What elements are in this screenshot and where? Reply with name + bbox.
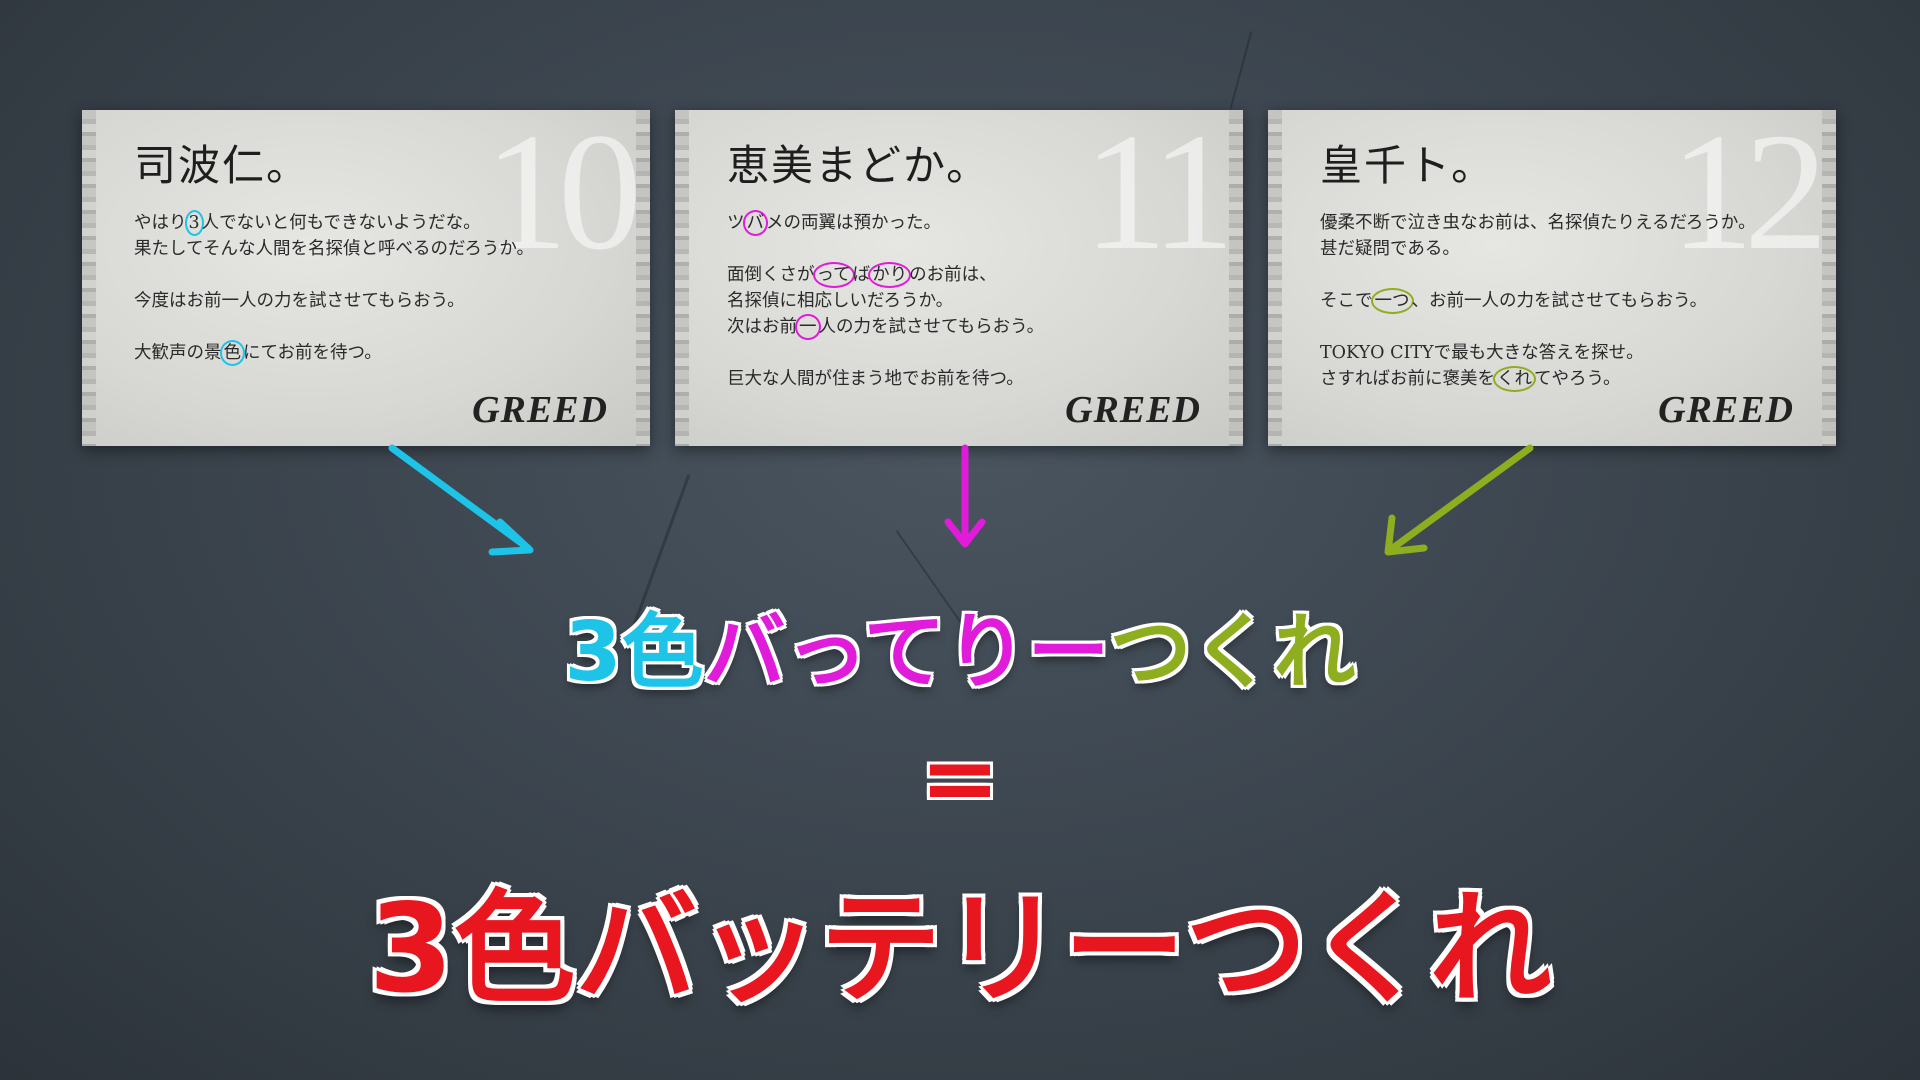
text: 人の力を試させてもらおう。 (818, 317, 1045, 337)
card-message: ツバメの両翼は預かった。 面倒くさがってばかりのお前は、 名探偵に相応しいだろう… (727, 210, 1044, 392)
message-line: 巨大な人間が住まう地でお前を待つ。 (727, 369, 1024, 389)
card-edge (675, 110, 689, 446)
text: 人でないと何もできないようだな。 (201, 213, 481, 233)
text: ば (852, 265, 871, 285)
card-edge (1822, 110, 1836, 446)
message-line: 甚だ疑問である。 (1320, 239, 1460, 259)
message-line: 面倒くさがってばかりのお前は、 (727, 262, 1044, 288)
card-name: 恵美まどか。 (727, 141, 991, 190)
card-number: 11 (1083, 110, 1235, 285)
card-name: 司波仁。 (134, 141, 311, 190)
card-name: 皇千ト。 (1320, 141, 1496, 190)
phrase-part-cyan: 3色 (564, 605, 704, 700)
message-line: さすればお前に褒美をくれてやろう。 (1320, 366, 1756, 392)
message-line: 次はお前一人の力を試させてもらおう。 (727, 314, 1044, 340)
cyan-arrow-icon (388, 444, 534, 556)
text: さすればお前に褒美を (1320, 369, 1495, 389)
highlight-circle: くれ (1493, 366, 1536, 392)
highlight-circle: 一つ (1370, 288, 1414, 314)
highlight-circle: 一 (795, 314, 821, 340)
text: 面倒くさが (727, 265, 815, 285)
highlight-circle: って (812, 262, 855, 288)
signature: GREED (1065, 389, 1201, 431)
clue-card-12: 12 皇千ト。 優柔不断で泣き虫なお前は、名探偵たりえるだろうか。 甚だ疑問であ… (1268, 110, 1836, 446)
green-arrow-icon (1384, 444, 1534, 556)
card-edge (1268, 110, 1282, 446)
magenta-arrow-icon (944, 444, 986, 548)
highlight-circle: 3 (184, 210, 204, 236)
text: にてお前を待つ。 (243, 343, 382, 363)
phrase-part-magenta: バってりー (703, 605, 1110, 700)
message-line: 今度はお前一人の力を試させてもらおう。 (134, 291, 465, 311)
message-line: 優柔不断で泣き虫なお前は、名探偵たりえるだろうか。 (1320, 213, 1756, 233)
message-line: 大歓声の景色にてお前を待つ。 (134, 340, 534, 366)
text: メの両翼は預かった。 (766, 213, 941, 233)
message-line: 果たしてそんな人間を名探偵と呼べるのだろうか。 (134, 239, 535, 259)
card-edge (82, 110, 96, 446)
text: 大歓声の景 (134, 343, 222, 363)
card-number: 10 (484, 110, 642, 285)
text: やはり (134, 213, 187, 233)
text: そこで (1320, 291, 1373, 311)
card-edge (1229, 110, 1243, 446)
signature: GREED (1658, 389, 1794, 431)
card-message: 優柔不断で泣き虫なお前は、名探偵たりえるだろうか。 甚だ疑問である。 そこで一つ… (1320, 210, 1756, 392)
message-line: そこで一つ、お前一人の力を試させてもらおう。 (1320, 288, 1756, 314)
card-number: 12 (1670, 110, 1828, 285)
text: 次はお前 (727, 317, 797, 337)
equals-sign: = (919, 722, 1001, 834)
message-line: TOKYO CITYで最も大きな答えを探せ。 (1320, 343, 1644, 363)
answer-phrase: 3色バッテリーつくれ (368, 878, 1552, 1020)
text: てやろう。 (1534, 369, 1621, 389)
highlight-circle: 色 (219, 340, 245, 366)
decoded-phrase: 3色バってりーつくれ (0, 585, 1920, 704)
highlight-circle: かり (868, 262, 912, 288)
text: のお前は、 (909, 265, 997, 285)
card-edge (636, 110, 650, 446)
message-line: 名探偵に相応しいだろうか。 (727, 291, 954, 311)
signature: GREED (472, 389, 608, 431)
phrase-part-green: つくれ (1109, 605, 1356, 700)
message-line: ツバメの両翼は預かった。 (727, 210, 1044, 236)
clue-card-11: 11 恵美まどか。 ツバメの両翼は預かった。 面倒くさがってばかりのお前は、 名… (675, 110, 1243, 446)
text: ツ (727, 213, 745, 233)
highlight-circle: バ (742, 210, 768, 236)
text: 、お前一人の力を試させてもらおう。 (1411, 291, 1708, 311)
